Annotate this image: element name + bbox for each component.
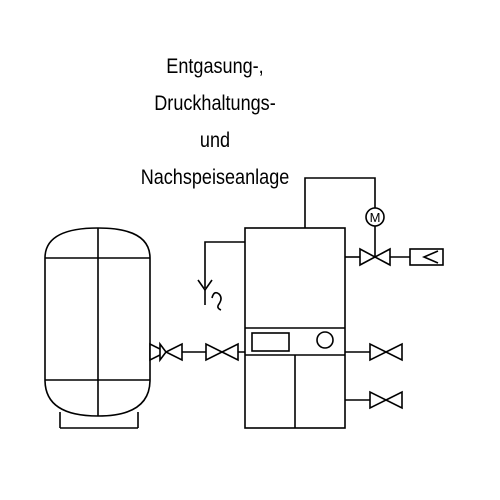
indicator-circle — [316, 331, 334, 349]
butterfly-valve-2-icon — [205, 342, 239, 362]
main-unit — [244, 227, 346, 429]
display-panel — [251, 332, 290, 352]
butterfly-valve-1-icon — [149, 341, 183, 363]
motor-icon — [365, 207, 385, 227]
title-line-4: Nachspeiseanlage — [140, 166, 290, 189]
pressure-vessel — [44, 227, 151, 429]
title-line-3: und — [199, 129, 231, 152]
motorized-valve — [345, 226, 444, 267]
title-line-1: Entgasung-, — [166, 55, 264, 78]
butterfly-valve-3-icon — [369, 342, 403, 362]
motor-label: M — [370, 210, 381, 225]
butterfly-valve-4-icon — [369, 390, 403, 410]
title-line-2: Druckhaltungs- — [154, 92, 276, 115]
drain-pipe — [197, 241, 245, 311]
motor-line — [304, 177, 376, 228]
check-valve-box — [409, 248, 444, 266]
